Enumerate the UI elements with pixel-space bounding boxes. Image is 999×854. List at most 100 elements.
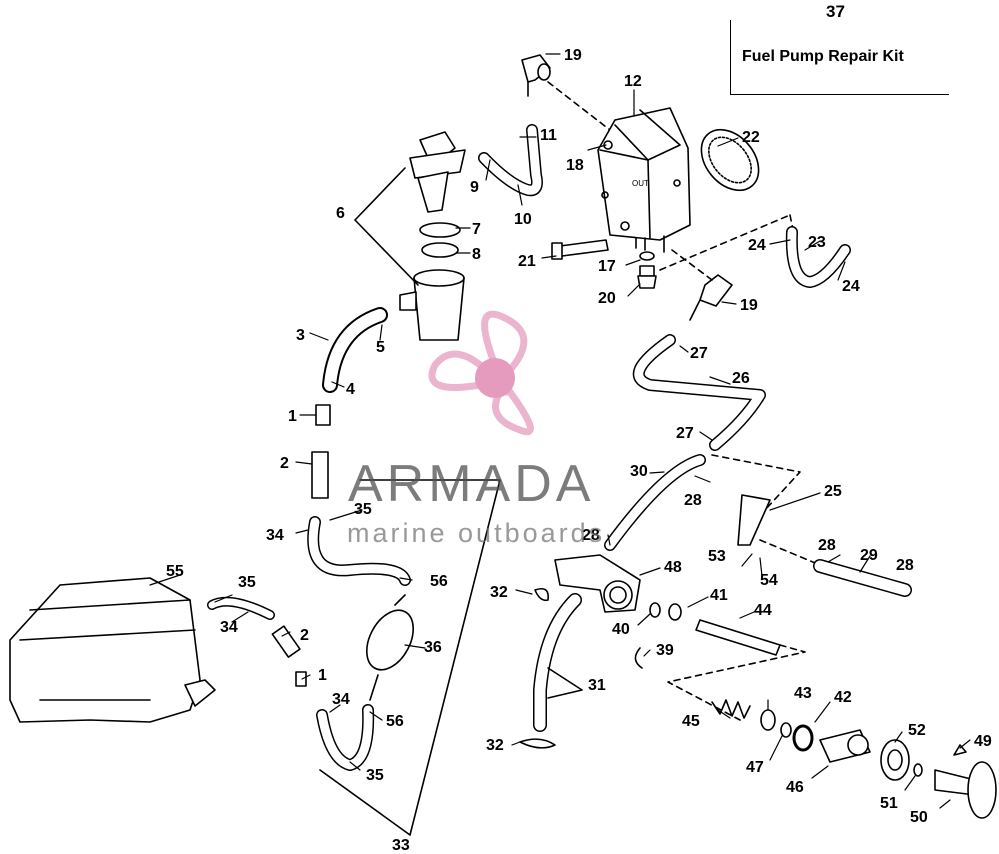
connector-2-lower xyxy=(271,625,301,658)
hose-29-fill xyxy=(814,560,911,596)
callout-18: 18 xyxy=(566,157,584,174)
callout-11: 11 xyxy=(540,127,557,144)
callout-1-lower: 1 xyxy=(318,667,327,684)
hose-3-fill xyxy=(324,309,386,391)
callout-32-upper: 32 xyxy=(490,584,508,601)
hose-10-fill xyxy=(479,125,542,195)
callout-35-lower: 35 xyxy=(366,767,384,784)
callout-26: 26 xyxy=(732,370,750,387)
watermark-propeller-logo xyxy=(428,310,534,436)
callout-50: 50 xyxy=(910,809,928,826)
callout-10: 10 xyxy=(514,211,532,228)
callout-24-left: 24 xyxy=(748,237,766,254)
svg-text:OUT: OUT xyxy=(632,179,649,188)
hose-35-upper-fill xyxy=(308,517,410,585)
watermark-brand: ARMADA xyxy=(348,455,595,513)
dashed-leader xyxy=(711,454,801,511)
o-ring-17 xyxy=(639,251,655,261)
callout-9: 9 xyxy=(470,179,479,196)
callout-56-lower: 56 xyxy=(386,713,404,730)
valve-body-48 xyxy=(554,554,641,613)
callout-34-lower: 34 xyxy=(332,691,350,708)
clamp-32-lower xyxy=(519,738,556,749)
dashed-leader xyxy=(759,539,821,566)
callout-24-right: 24 xyxy=(842,278,860,295)
clip-39 xyxy=(634,647,643,669)
hose-31-fill xyxy=(534,594,581,731)
fitting-25 xyxy=(737,494,771,546)
callout-labels: 19 12 11 22 18 9 10 6 7 8 21 17 20 24 23… xyxy=(166,47,992,854)
callout-45: 45 xyxy=(682,713,700,730)
callout-34-left: 34 xyxy=(220,619,238,636)
callout-21: 21 xyxy=(518,253,536,270)
callout-7: 7 xyxy=(472,221,481,238)
callout-17: 17 xyxy=(598,258,616,275)
callout-25: 25 xyxy=(824,483,842,500)
callout-52: 52 xyxy=(908,722,926,739)
callout-27-upper: 27 xyxy=(690,345,708,362)
callout-4: 4 xyxy=(346,381,355,398)
primer-bulb xyxy=(366,594,414,701)
repair-kit-box xyxy=(730,20,949,95)
callout-6: 6 xyxy=(336,205,345,222)
dashed-leader xyxy=(667,644,806,721)
clamp-32-upper xyxy=(534,587,550,602)
o-ring-47 xyxy=(780,722,792,738)
callout-12: 12 xyxy=(624,73,642,90)
spring-45 xyxy=(711,699,751,719)
callout-3: 3 xyxy=(296,327,305,344)
callout-53: 53 xyxy=(708,548,726,565)
callout-35-upper: 35 xyxy=(354,501,372,518)
callout-22: 22 xyxy=(742,129,760,146)
callout-1-upper: 1 xyxy=(288,408,297,425)
callout-34-upper: 34 xyxy=(266,527,284,544)
hose-23-fill xyxy=(787,227,850,287)
check-valve-20 xyxy=(637,265,657,289)
callout-35-left: 35 xyxy=(238,574,256,591)
callout-39: 39 xyxy=(656,642,674,659)
callout-49: 49 xyxy=(974,733,992,750)
washer-43 xyxy=(760,709,776,731)
callout-31-lines xyxy=(547,667,583,699)
fitting-elbow-top xyxy=(521,54,551,97)
callout-2-upper: 2 xyxy=(280,455,289,472)
callout-28-a: 28 xyxy=(684,492,702,509)
o-ring-51 xyxy=(913,763,923,777)
callout-40: 40 xyxy=(612,621,630,638)
callout-8: 8 xyxy=(472,246,481,263)
connector-1-lower xyxy=(295,671,307,687)
pump-gasket xyxy=(700,128,760,192)
connector-2-upper xyxy=(311,451,329,499)
callout-31: 31 xyxy=(588,677,606,694)
callout-19-top: 19 xyxy=(564,47,582,64)
callout-42: 42 xyxy=(834,689,852,706)
hose-35-lower-fill xyxy=(317,705,373,770)
cap-52 xyxy=(880,739,910,781)
callout-5: 5 xyxy=(376,339,385,356)
screw-49 xyxy=(953,744,967,756)
callout-33-bracket xyxy=(319,479,501,836)
callout-47: 47 xyxy=(746,759,764,776)
callout-27-lower: 27 xyxy=(676,425,694,442)
callout-32-lower: 32 xyxy=(486,737,504,754)
shaft-44 xyxy=(695,619,781,656)
callout-19-lower: 19 xyxy=(740,297,758,314)
knob-50 xyxy=(934,761,997,819)
callout-leaders xyxy=(149,53,971,809)
callout-51: 51 xyxy=(880,795,898,812)
connector-1-upper xyxy=(315,404,331,426)
callout-36: 36 xyxy=(424,639,442,656)
callout-54: 54 xyxy=(760,572,778,589)
callout-29: 29 xyxy=(860,547,878,564)
hose-35-left-fill xyxy=(208,598,274,619)
hose-30-fill xyxy=(605,455,705,550)
callout-2-lower: 2 xyxy=(300,627,309,644)
o-ring-40 xyxy=(649,602,661,618)
dashed-leader xyxy=(671,249,713,281)
callout-46: 46 xyxy=(786,779,804,796)
callout-23: 23 xyxy=(808,234,826,251)
callout-56-upper: 56 xyxy=(430,573,448,590)
o-ring-41 xyxy=(668,603,682,621)
callout-33: 33 xyxy=(392,837,410,854)
